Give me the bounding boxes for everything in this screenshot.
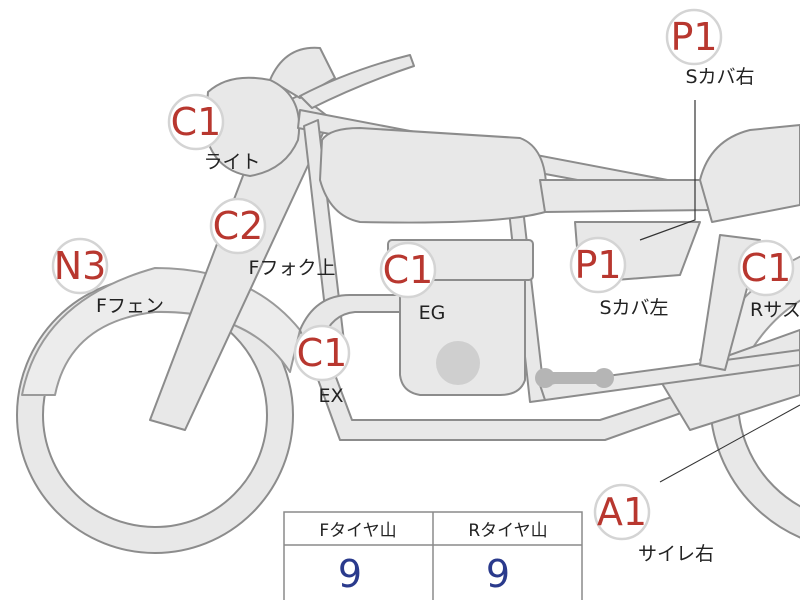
damage-label: A1 サイレ右 xyxy=(593,483,714,565)
damage-code-badge xyxy=(293,324,351,382)
footpeg xyxy=(535,368,614,388)
seat xyxy=(539,179,714,213)
leader-line-muffler-right xyxy=(659,404,800,483)
part-name: Rサス xyxy=(750,299,800,321)
front-fork xyxy=(149,94,331,431)
damage-code-badge xyxy=(51,237,109,295)
part-name: EG xyxy=(419,302,446,324)
rear-tread-value: 9 xyxy=(486,552,510,596)
front-tread-header: Fタイヤ山 xyxy=(319,521,396,541)
part-name: Fフェン xyxy=(96,295,164,317)
damage-labels: P1Sカバ右C1ライトC2Fフォク上N3FフェンC1EGP1Sカバ左C1RサスC… xyxy=(51,8,800,565)
fuel-tank xyxy=(319,127,548,224)
part-name: EX xyxy=(318,385,343,407)
rear-tread-header: Rタイヤ山 xyxy=(468,521,547,541)
damage-code: P1 xyxy=(670,15,717,59)
damage-code-badge xyxy=(379,241,437,299)
damage-code-badge xyxy=(167,93,225,151)
front-tread-value: 9 xyxy=(338,552,362,596)
seat-rear xyxy=(699,124,800,223)
damage-code: C2 xyxy=(213,204,264,248)
handlebar-bar xyxy=(299,54,415,109)
tire-tread-table: Fタイヤ山 Rタイヤ山 9 9 xyxy=(283,511,583,600)
part-name: ライト xyxy=(203,151,260,173)
damage-code: N3 xyxy=(54,244,107,288)
headlight xyxy=(204,76,301,177)
exhaust-pipe xyxy=(299,294,713,441)
damage-code-badge xyxy=(209,197,267,255)
damage-code: C1 xyxy=(297,331,348,375)
damage-code: C1 xyxy=(383,248,434,292)
leader-line-side-cover-right xyxy=(639,100,696,241)
damage-code-badge xyxy=(737,239,795,297)
part-name: Fフォク上 xyxy=(249,257,336,279)
part-name: サイレ右 xyxy=(638,543,714,565)
damage-code: C1 xyxy=(741,246,792,290)
handlebar xyxy=(269,46,336,99)
damage-code-badge xyxy=(665,8,723,66)
damage-code: C1 xyxy=(171,100,222,144)
part-name: Sカバ右 xyxy=(685,66,754,88)
damage-label: C1 ライト xyxy=(167,93,261,173)
part-name: Sカバ左 xyxy=(599,297,668,319)
damage-code-badge xyxy=(569,236,627,294)
damage-code: P1 xyxy=(574,243,621,287)
damage-code: A1 xyxy=(597,490,647,534)
motorcycle-illustration xyxy=(16,46,800,554)
damage-code-badge xyxy=(593,483,651,541)
